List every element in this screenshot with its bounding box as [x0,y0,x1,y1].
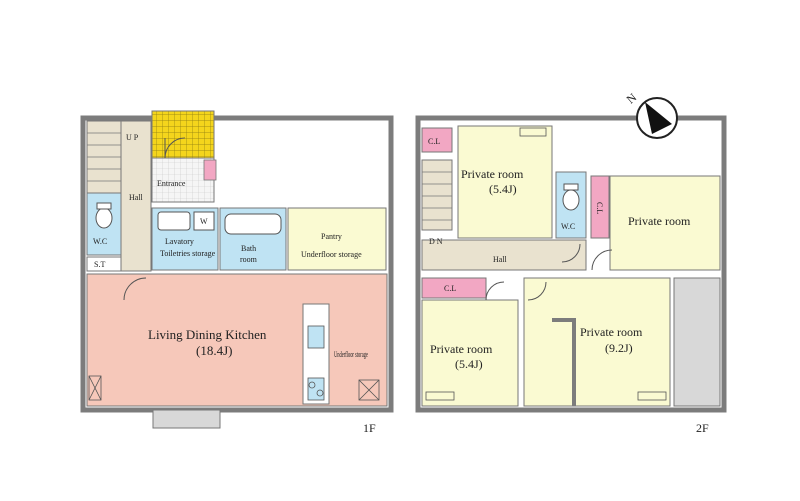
floor1-toilet-icon [95,207,113,229]
floor1-lavatory-label: Lavatory [165,237,194,246]
floor2-pr-big-label: Private room [580,325,643,339]
floor1-deck [152,409,221,429]
floor2-hall [421,239,587,271]
floor2-hall-label: Hall [493,255,508,264]
floor-1: U P Hall W.C S.T Entrance Lavatory Toile… [80,110,394,435]
floor1-up-label: U P [126,133,139,142]
floor1-stove [307,377,325,401]
floor2-private-room-top [457,125,553,239]
floor1-w-label: W [200,217,208,226]
floor2-pr-left-label: Private room [430,342,493,356]
floor1-hall [120,120,152,272]
floor2-private-room-big [523,277,671,407]
floor2-pr-top-label: Private room [461,167,524,181]
floor1-ldk [86,273,388,407]
compass-north-label: N [624,90,640,107]
floor2-dn-label: D N [429,237,443,246]
floor2-cl1-label: C.L [428,137,440,146]
floor1-washer [193,211,215,231]
floor2-label: 2F [696,421,709,435]
floor1-shoe-rack [203,159,217,181]
floor1-sink-icon [157,211,191,231]
floor1-st-label: S.T [94,260,105,269]
floor1-pantry-label: Pantry [321,232,342,241]
floor1-ldk-size: (18.4J) [196,343,232,358]
floor1-wc-label: W.C [93,237,107,246]
floor-2: C.L D N Hall Private room (5.4J) W.C C.L… [415,115,727,435]
floor2-balcony [673,277,721,407]
floor2-private-room-left [421,299,519,407]
floor1-label: 1F [363,421,376,435]
floor1-pantry [287,207,387,271]
floor1-st [86,256,122,272]
floor2-cl1 [421,127,453,153]
floor1-pantry-sub: Underfloor storage [301,250,362,259]
floor2-cl3 [421,277,487,299]
floor1-bath-sub: room [240,255,258,264]
floor2-wc-label: W.C [561,222,575,231]
floor1-bath-label: Bath [241,244,256,253]
floor2-toilet-icon [562,189,580,211]
floor1-entrance-grid [151,110,215,159]
floor2-pr-top-size: (5.4J) [489,182,517,196]
floor2-pr-big-size: (9.2J) [605,341,633,355]
floor1-bathtub-icon [224,213,282,235]
floor2-pr-right-label: Private room [628,214,691,228]
floor2-cl2 [590,175,610,239]
floor2-cl2-label: C.L [595,202,604,214]
floor2-pr-left-size: (5.4J) [455,357,483,371]
floor1-underfloor-label: Underfloor storage [334,350,368,359]
floor1-hall-label: Hall [129,193,144,202]
floor2-private-room-right [609,175,721,271]
floor2-stairs [421,159,453,231]
floor2-cl3-label: C.L [444,284,456,293]
floor1-entrance-label: Entrance [157,179,186,188]
floor1-ldk-label: Living Dining Kitchen [148,327,267,342]
floor1-kitchen-sink [307,325,325,349]
floor1-lavatory-sub: Toiletries storage [160,249,216,258]
